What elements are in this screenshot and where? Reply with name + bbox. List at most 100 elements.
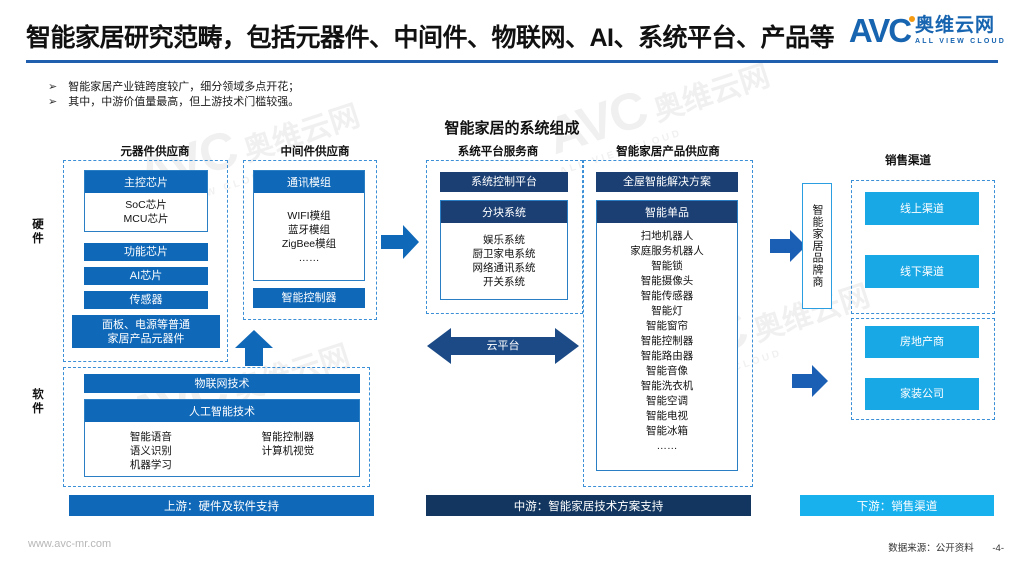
- logo-en-text: ALL VIEW CLOUD: [915, 38, 1006, 45]
- arrow-up-icon: [233, 328, 275, 368]
- footer-site-url: www.avc-mr.com: [28, 538, 112, 550]
- cloud-platform-arrow-icon: [425, 325, 581, 367]
- ai-item: 语义识别: [129, 445, 172, 457]
- caption-products: 智能家居产品供应商: [616, 146, 720, 158]
- ai-tech-body: 智能语音 语义识别 机器学习 智能控制器 计算机视觉: [85, 422, 359, 476]
- avc-logo: AVC 奥维云网 ALL VIEW CLOUD: [849, 14, 1006, 47]
- box-smart-home-brand: 智能家居品牌商: [802, 183, 832, 309]
- software-group-border: [63, 367, 370, 487]
- bullet-item: ➢ 智能家居产业链跨度较广，细分领域多点开花；: [48, 80, 299, 95]
- middleware-group-border: [243, 160, 377, 320]
- single-products-group: 智能单品 扫地机器人 家庭服务机器人 智能锁 智能摄像头 智能传感器 智能灯 智…: [596, 200, 738, 471]
- product-item: 智能窗帘: [646, 320, 688, 332]
- main-chip-item: SoC芯片: [125, 199, 167, 211]
- bullet-marker-icon: ➢: [48, 81, 58, 93]
- comm-module-item: ZigBee模组: [281, 237, 337, 250]
- box-system-control-platform: 系统控制平台: [440, 172, 568, 192]
- subsystem-body: 娱乐系统 厨卫家电系统 网络通讯系统 开关系统: [441, 223, 567, 299]
- banner-upstream: 上游：硬件及软件支持: [69, 495, 374, 516]
- products-group-border: [583, 160, 753, 487]
- box-iot-tech: 物联网技术: [84, 374, 360, 393]
- footer-meta: 数据来源：公开资料 -4-: [888, 540, 1004, 554]
- main-chip-group: 主控芯片 SoC芯片 MCU芯片: [84, 170, 208, 232]
- box-function-chip: 功能芯片: [84, 243, 208, 261]
- bullet-marker-icon: ➢: [48, 96, 58, 108]
- page-title: 智能家居研究范畴，包括元器件、中间件、物联网、AI、系统平台、产品等: [26, 24, 835, 52]
- product-item: 智能灯: [651, 305, 683, 317]
- channels-group2-border: [851, 318, 995, 420]
- comm-module-header: 通讯模组: [254, 171, 364, 193]
- components-group-border: [63, 160, 228, 362]
- product-item: 智能摄像头: [640, 275, 694, 287]
- ai-left-col: 智能语音 语义识别 机器学习: [130, 430, 172, 472]
- main-chip-item: MCU芯片: [123, 213, 169, 225]
- main-chip-header: 主控芯片: [85, 171, 207, 193]
- product-item: 智能传感器: [640, 290, 694, 302]
- product-item: 智能空调: [646, 395, 688, 407]
- product-item: 智能控制器: [640, 335, 694, 347]
- box-home-decoration: 家装公司: [865, 378, 979, 410]
- subsystem-group: 分块系统 娱乐系统 厨卫家电系统 网络通讯系统 开关系统: [440, 200, 568, 300]
- comm-module-item: 蓝牙模组: [288, 223, 330, 236]
- box-ai-chip: AI芯片: [84, 267, 208, 285]
- logo-cn-text: 奥维云网: [915, 15, 996, 36]
- caption-platform: 系统平台服务商: [457, 146, 539, 158]
- ai-item: 机器学习: [129, 459, 172, 471]
- box-sensor: 传感器: [84, 291, 208, 309]
- footer-page-number: -4-: [992, 543, 1004, 554]
- box-real-estate: 房地产商: [865, 326, 979, 358]
- header-divider: [26, 60, 998, 63]
- cloud-platform-label: 云平台: [486, 340, 520, 352]
- subsystem-item: 厨卫家电系统: [472, 248, 536, 260]
- single-products-header: 智能单品: [597, 201, 737, 223]
- bullet-list: ➢ 智能家居产业链跨度较广，细分领域多点开花； ➢ 其中，中游价值量最高，但上游…: [48, 80, 299, 110]
- logo-dot-icon: [909, 16, 916, 22]
- product-item: 家庭服务机器人: [630, 245, 704, 257]
- caption-components: 元器件供应商: [120, 146, 190, 158]
- subsystem-item: 娱乐系统: [483, 234, 525, 246]
- channels-group1-border: [851, 180, 995, 314]
- ai-item: 智能控制器: [261, 431, 315, 443]
- comm-module-group: 通讯模组 WIFI模组 蓝牙模组 ZigBee模组 ……: [253, 170, 365, 281]
- bullet-text: 智能家居产业链跨度较广，细分领域多点开花；: [68, 81, 300, 93]
- ai-item: 计算机视觉: [261, 445, 315, 457]
- caption-channels: 销售渠道: [885, 155, 931, 167]
- platform-group-border: [426, 160, 583, 314]
- diagram-title: 智能家居的系统组成: [444, 120, 580, 137]
- arrow-right-icon: [379, 222, 421, 262]
- footer-source: 数据来源：公开资料: [888, 543, 974, 554]
- product-item: 扫地机器人: [640, 230, 694, 242]
- product-item: ……: [656, 440, 678, 452]
- comm-module-item: ……: [298, 251, 320, 264]
- ai-tech-group: 人工智能技术 智能语音 语义识别 机器学习 智能控制器 计算机视觉: [84, 399, 360, 477]
- bullet-text: 其中，中游价值量最高，但上游技术门槛较强。: [68, 96, 300, 108]
- logo-mark-text: AVC: [848, 12, 912, 49]
- box-offline-channel: 线下渠道: [865, 255, 979, 288]
- box-online-channel: 线上渠道: [865, 192, 979, 225]
- box-generic-components: 面板、电源等普通家居产品元器件: [72, 315, 220, 348]
- bullet-item: ➢ 其中，中游价值量最高，但上游技术门槛较强。: [48, 95, 299, 110]
- box-whole-house-solution: 全屋智能解决方案: [596, 172, 738, 192]
- box-smart-controller: 智能控制器: [253, 288, 365, 308]
- caption-middleware: 中间件供应商: [280, 146, 350, 158]
- ai-item: 智能语音: [129, 431, 172, 443]
- subsystem-item: 网络通讯系统: [472, 262, 536, 274]
- comm-module-item: WIFI模组: [287, 209, 331, 222]
- subsystem-item: 开关系统: [483, 276, 525, 288]
- banner-downstream: 下游：销售渠道: [800, 495, 994, 516]
- subsystem-header: 分块系统: [441, 201, 567, 223]
- product-item: 智能锁: [651, 260, 683, 272]
- side-label-hardware: 硬件: [32, 219, 44, 245]
- arrow-right-icon: [768, 228, 808, 264]
- product-item: 智能洗衣机: [640, 380, 694, 392]
- single-products-body: 扫地机器人 家庭服务机器人 智能锁 智能摄像头 智能传感器 智能灯 智能窗帘 智…: [597, 223, 737, 470]
- ai-tech-header: 人工智能技术: [85, 400, 359, 422]
- product-item: 智能电视: [646, 410, 688, 422]
- logo-mark: AVC: [848, 12, 916, 49]
- main-chip-body: SoC芯片 MCU芯片: [85, 193, 207, 231]
- product-item: 智能路由器: [640, 350, 694, 362]
- product-item: 智能音像: [646, 365, 688, 377]
- comm-module-body: WIFI模组 蓝牙模组 ZigBee模组 ……: [254, 193, 364, 280]
- side-label-software: 软件: [32, 389, 44, 415]
